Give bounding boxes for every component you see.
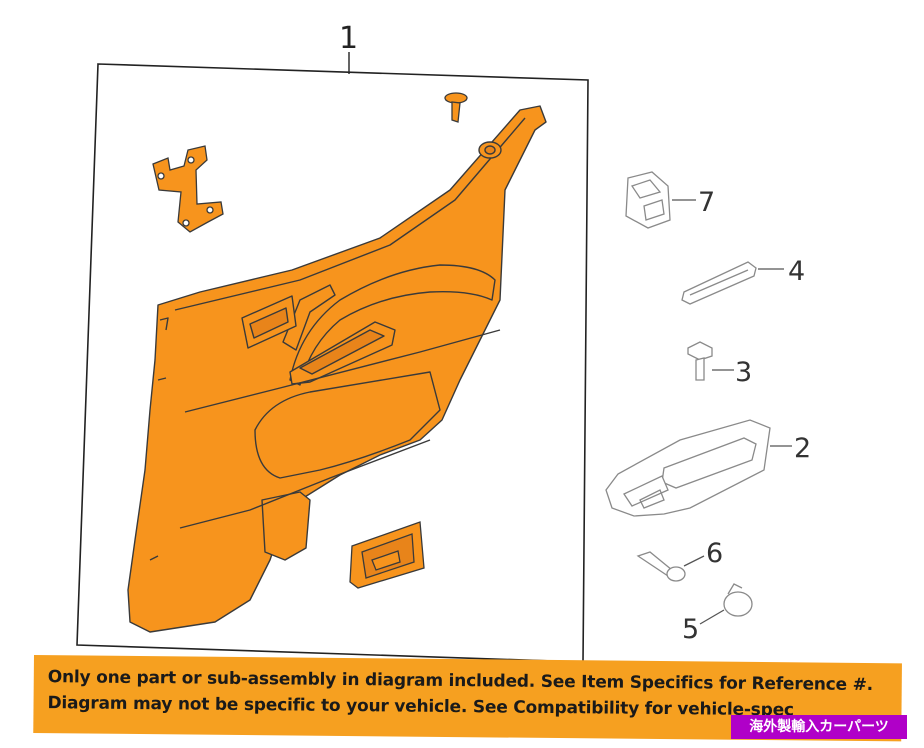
callout-3-label: 3 <box>735 357 752 388</box>
callout-6-label: 6 <box>706 538 723 569</box>
callout-1-label: 1 <box>339 21 358 56</box>
bracket-part <box>152 145 224 233</box>
part-4-trim-strip <box>681 261 757 305</box>
callout-4-label: 4 <box>788 256 805 287</box>
handle-bezel-part <box>349 521 425 589</box>
callout-2-label: 2 <box>794 433 811 464</box>
door-trim-panel <box>127 105 547 633</box>
callout-5-label: 5 <box>682 614 699 645</box>
part-7-switch-housing <box>625 171 671 229</box>
part-2-switch-bezel <box>605 419 771 517</box>
disclaimer-line-2: Diagram may not be specific to your vehi… <box>47 693 794 721</box>
disclaimer-line-1: Only one part or sub-assembly in diagram… <box>47 667 874 696</box>
part-3-bolt <box>687 341 713 381</box>
push-pin-part <box>444 92 468 123</box>
part-6-screw <box>636 551 686 582</box>
callout-7-label: 7 <box>698 187 715 218</box>
part-5-cap <box>723 583 753 617</box>
callout-5-leader <box>699 609 725 625</box>
callout-6-leader <box>683 555 705 567</box>
seller-brand-tag: 海外製輸入カーパーツ <box>731 715 907 739</box>
